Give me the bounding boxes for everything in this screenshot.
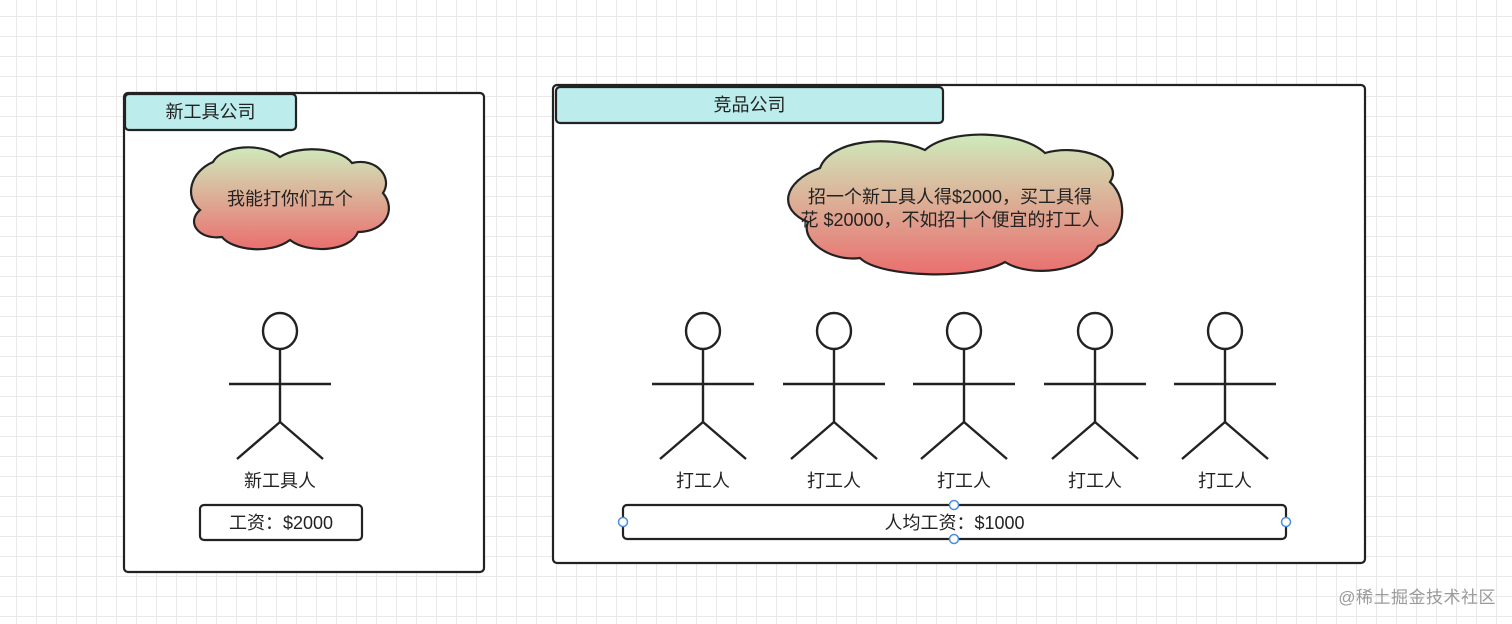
left-thought-text: 我能打你们五个 (227, 189, 353, 209)
right-company-container[interactable] (551, 83, 1367, 565)
worker-label: 打工人 (1068, 471, 1122, 491)
selection-handle-right (1280, 516, 1292, 528)
selection-handle-bottom (948, 533, 960, 545)
left-salary-text: 工资：$2000 (228, 513, 334, 533)
worker-stick-figure[interactable] (1044, 311, 1146, 460)
right-thought-cloud[interactable] (787, 133, 1124, 276)
selection-handle-left (617, 516, 629, 528)
right-thought-text-line1: 招一个新工具人得$2000，买工具得 (807, 187, 1093, 207)
left-salary-box[interactable] (198, 503, 364, 542)
right-company-title-box[interactable] (554, 85, 945, 125)
selection-handle-top (948, 499, 960, 511)
worker-stick-figure[interactable] (1174, 311, 1276, 460)
watermark: @稀土掘金技术社区 (1338, 588, 1496, 607)
left-company-title-box[interactable] (123, 92, 298, 132)
worker-stick-figure[interactable] (652, 311, 754, 460)
selection-handles[interactable] (617, 499, 1292, 545)
left-thought-cloud[interactable] (190, 146, 390, 251)
right-company-title: 竞品公司 (713, 95, 786, 115)
worker-label: 打工人 (676, 471, 730, 491)
left-company-title: 新工具公司 (165, 102, 256, 122)
right-thought-text-line2: 花 $20000，不如招十个便宜的打工人 (800, 210, 1100, 230)
left-worker-stick-figure[interactable] (229, 311, 331, 460)
worker-stick-figure[interactable] (783, 311, 885, 460)
worker-stick-figure[interactable] (913, 311, 1015, 460)
right-worker-figures (652, 311, 1276, 460)
worker-label: 打工人 (807, 471, 861, 491)
worker-label: 打工人 (937, 471, 991, 491)
worker-label: 打工人 (1198, 471, 1252, 491)
left-worker-label: 新工具人 (244, 471, 316, 491)
right-salary-text: 人均工资：$1000 (884, 513, 1025, 533)
